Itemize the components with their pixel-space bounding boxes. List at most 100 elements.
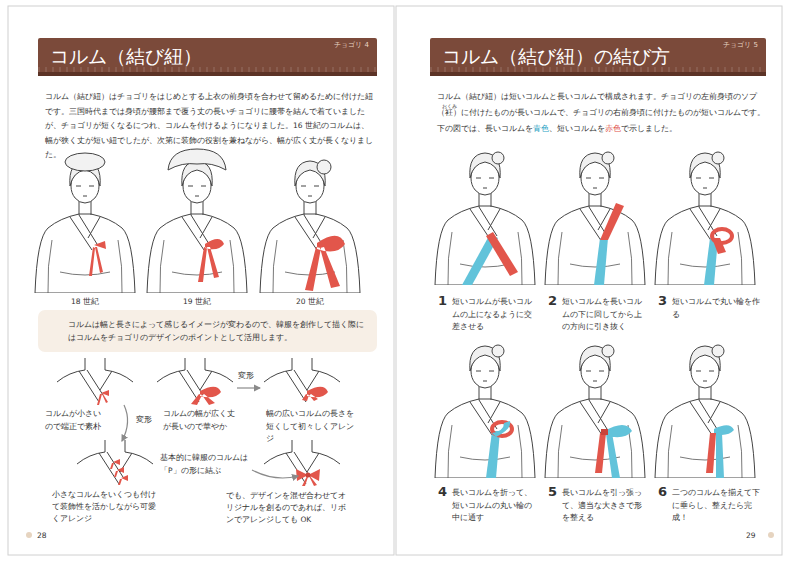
step-3-figure [712,152,724,164]
page-number: 29 [746,530,766,543]
tip-note: でも、デザインを混ぜ合わせてオリジナルを創るのであれば、リボンでアレンジしても … [226,490,350,526]
step-1-figure [486,232,518,276]
collar-many-ties [110,459,128,485]
collar-wide-short [264,358,340,402]
step-2-figure [545,152,645,285]
step-caption: 二つのコルムを揃えて下に垂らし、整えたら完成！ [672,487,760,525]
step-number: 6 [658,484,672,500]
era-caption: 19 世紀 [167,296,227,309]
step-number: 3 [658,293,672,309]
intro-paragraph-part: で示しました。 [621,124,677,133]
page-right [396,6,782,555]
collar-wide-long [191,387,221,405]
change-arrow [237,387,260,388]
era-caption: 18 世紀 [55,296,115,309]
collar-wide-long [157,358,233,402]
figure-18th-century [89,241,106,276]
step-5-figure [602,345,614,357]
step-5-figure [545,346,645,478]
step-caption: 短いコルムで丸い輪を作る [672,296,760,321]
figure-20th-century [305,236,345,291]
step-2-figure [545,153,645,285]
ruby-reading: おくみ [442,104,457,109]
step-4-figure [486,431,500,478]
step-caption: 長いコルムを折って、短いコルムの丸い輪の中に通す [452,487,538,525]
step-4-figure [435,346,535,478]
step-6-figure [714,425,734,478]
tip-note: 基本的に韓服のコルムは「P」の形に結ぶ [160,452,248,477]
color-word: 赤色 [605,124,621,133]
section-tag: チョゴリ 5 [723,41,758,50]
step-2-figure [600,203,624,240]
step-2-figure [602,152,614,164]
figure-19th-century [147,149,247,293]
collar-ribbon [264,440,340,486]
title-band: コルム（結び紐） チョゴリ 4 [38,38,377,76]
figure-18th-century [65,153,105,171]
arrow-label: 変形 [238,370,262,383]
figure-18th-century [35,161,135,293]
collar-many-ties [77,440,153,484]
step-5-figure [545,345,645,478]
step-number: 1 [438,293,452,309]
collar-small [57,358,133,405]
change-arrow [122,405,128,441]
figure-18th-century [35,153,135,293]
step-6-figure [706,433,716,473]
figure-20th-century [260,161,360,293]
ruby-base: 衽 [445,108,453,117]
step-3-figure [655,153,755,285]
page-number: 28 [37,530,57,543]
collar-wide-short [264,358,340,402]
step-caption: 短いコルムが長いコルムの上になるように交差させる [452,296,538,334]
step-3-figure [655,152,755,285]
collar-ribbon [306,473,311,478]
figure-19th-century [147,161,247,293]
step-2-figure [594,238,608,285]
step-1-figure [492,152,504,164]
figure-19th-century [168,149,226,170]
intro-paragraph-part: 、短いコルムを [549,124,605,133]
figure-19th-century [198,239,224,282]
figure-20th-century [317,160,331,174]
collar-small [97,390,109,405]
step-number: 2 [548,293,562,309]
intro-paragraph: コルム（結び紐）はチョゴリをはじめとする上衣の前身頃を合わせて留めるために付けた… [45,90,375,163]
step-4-figure [492,345,504,357]
collar-wide-long [157,358,233,405]
page-heading: コルム（結び紐） [50,44,202,68]
step-4-figure [435,345,535,478]
style-caption: コルムが小さいので端正で素朴 [45,408,107,433]
step-4-figure [492,421,510,437]
collar-small [57,358,133,402]
page-heading: コルム（結び紐）の結び方 [442,44,670,68]
arrow-label: 変形 [136,414,160,427]
collar-many-ties [77,440,153,485]
page-dot [26,532,32,538]
figure-20th-century [260,160,360,293]
color-word: 青色 [533,124,549,133]
step-number: 5 [548,484,562,500]
collar-ribbon [296,469,320,486]
step-5-figure [604,425,632,478]
step-3-figure [712,238,726,254]
section-tag: チョゴリ 4 [334,41,369,50]
step-4-figure [492,422,512,436]
page-left [8,6,394,555]
style-caption: 小さなコルムをいくつも付けて装飾性を活かしながら可愛くアレンジ [52,489,156,525]
page-dot [768,532,774,538]
note-text: コルムは幅と長さによって感じるイメージが変わるので、韓服を創作して描く際にはコル… [68,318,365,344]
style-caption: 幅の広いコルムの長さを短くして初々しくアレンジ [266,408,354,446]
note-box: コルムは幅と長さによって感じるイメージが変わるので、韓服を創作して描く際にはコル… [38,310,377,352]
step-6-figure [712,345,724,357]
step-6-figure [655,346,755,478]
step-number: 4 [438,484,452,500]
step-6-figure [655,345,755,478]
era-caption: 20 世紀 [280,296,340,309]
step-1-figure [435,152,535,285]
style-caption: コルムの幅が広く丈が長いので華やか [163,408,235,433]
step-caption: 短いコルムを長いコルムの下に回してから上の方向に引き抜く [562,296,648,334]
